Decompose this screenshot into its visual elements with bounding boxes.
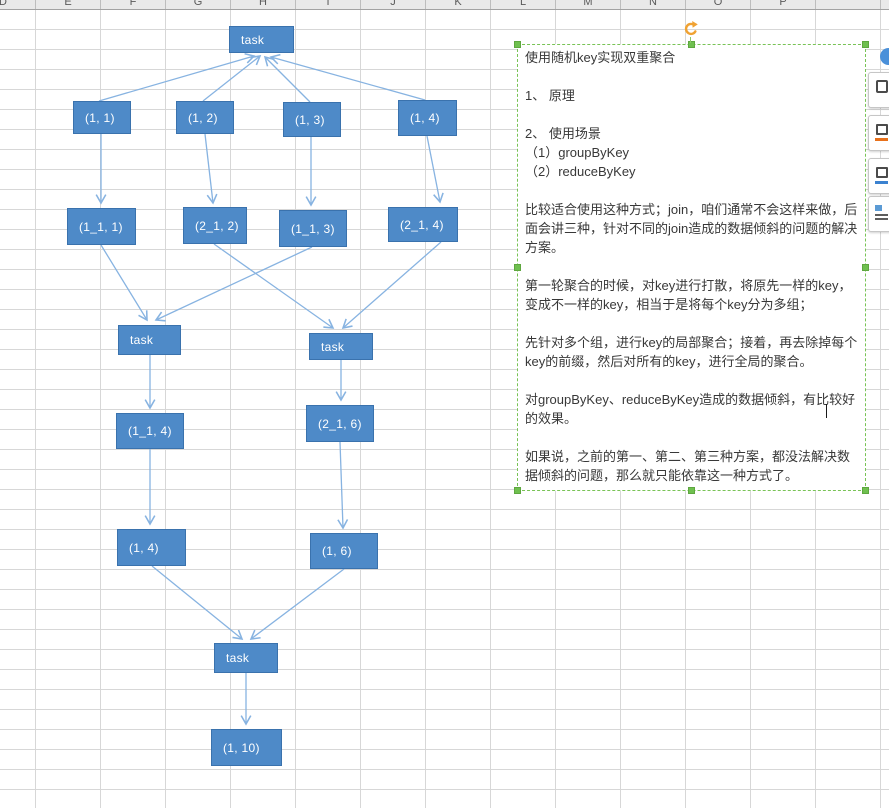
text-line — [525, 181, 861, 200]
resize-handle-top-right[interactable] — [862, 41, 869, 48]
column-header-J[interactable]: J — [390, 0, 396, 8]
border-color-icon — [876, 124, 888, 135]
node-2_1-4[interactable]: (2_1, 4) — [388, 207, 458, 242]
connector-arrow[interactable] — [249, 568, 345, 640]
connector-arrow[interactable] — [426, 135, 444, 204]
resize-handle-top-left[interactable] — [514, 41, 521, 48]
node-1-4[interactable]: (1, 4) — [398, 100, 457, 136]
column-header-G[interactable]: G — [193, 0, 203, 8]
connector-arrow[interactable] — [98, 52, 256, 102]
paste-options-button[interactable] — [868, 72, 889, 108]
column-header-H[interactable]: H — [259, 0, 267, 8]
column-headers: D E F G H I J K L M N O P — [0, 0, 889, 10]
connector-arrow[interactable] — [263, 55, 311, 103]
notes-text: 使用随机key实现双重聚合 1、 原理 2、 使用场景 （1）groupByKe… — [525, 48, 861, 485]
text-line — [525, 428, 861, 447]
fill-color-icon — [876, 167, 888, 178]
connector-arrow[interactable] — [154, 246, 313, 322]
node-2_1-2[interactable]: (2_1, 2) — [183, 207, 247, 244]
orange-color-bar — [875, 138, 888, 141]
connector-arrow[interactable] — [151, 565, 244, 640]
text-line: 1、 原理 — [525, 88, 575, 103]
text-line: 使用随机key实现双重聚合 — [525, 50, 676, 65]
text-wrap-button[interactable] — [868, 196, 889, 232]
wrap-line — [875, 214, 888, 216]
rotate-handle[interactable] — [682, 20, 700, 38]
column-header-F[interactable]: F — [129, 0, 137, 8]
border-color-button[interactable] — [868, 115, 889, 151]
text-line: 先针对多个组，进行key的局部聚合；接着，再去除掉每个key的前缀，然后对所有的… — [525, 335, 858, 369]
column-header-D[interactable]: D — [0, 0, 15, 8]
column-header-I[interactable]: I — [326, 0, 330, 8]
column-header-M[interactable]: M — [583, 0, 593, 8]
text-line — [525, 257, 861, 276]
text-line — [525, 105, 861, 124]
wrap-line — [875, 218, 888, 220]
column-header-O[interactable]: O — [713, 0, 723, 8]
node-1_1-1[interactable]: (1_1, 1) — [67, 208, 136, 245]
resize-handle-top-middle[interactable] — [688, 41, 695, 48]
text-line — [525, 314, 861, 333]
text-line — [525, 371, 861, 390]
resize-handle-middle-right[interactable] — [862, 264, 869, 271]
text-cursor — [826, 404, 827, 418]
node-1-2[interactable]: (1, 2) — [176, 101, 234, 134]
text-line: 如果说，之前的第一、第二、第三种方案，都没法解决数据倾斜的问题，那么就只能依靠这… — [525, 449, 851, 483]
connector-arrow[interactable] — [213, 243, 335, 329]
paste-icon — [876, 80, 888, 93]
node-1-6[interactable]: (1, 6) — [310, 533, 378, 569]
resize-handle-middle-left[interactable] — [514, 264, 521, 271]
blue-badge[interactable] — [880, 48, 889, 65]
node-2_1-6[interactable]: (2_1, 6) — [306, 405, 374, 442]
node-1-3[interactable]: (1, 3) — [283, 102, 341, 137]
node-1-4-merged[interactable]: (1, 4) — [117, 529, 186, 566]
node-1-1[interactable]: (1, 1) — [73, 101, 131, 134]
notes-textbox[interactable]: 使用随机key实现双重聚合 1、 原理 2、 使用场景 （1）groupByKe… — [517, 44, 866, 491]
node-1_1-4[interactable]: (1_1, 4) — [116, 413, 184, 449]
text-line: 对groupByKey、reduceByKey造成的数据倾斜，有比较好的效果。 — [525, 392, 856, 426]
node-task-left[interactable]: task — [118, 325, 181, 355]
text-line: （2）reduceByKey — [525, 164, 636, 179]
connector-arrow[interactable] — [337, 441, 349, 530]
column-header-N[interactable]: N — [649, 0, 657, 8]
text-line: （1）groupByKey — [525, 145, 630, 160]
column-header-K[interactable]: K — [454, 0, 462, 8]
text-line: 比较适合使用这种方式；join，咱们通常不会这样来做，后面会讲三种，针对不同的j… — [525, 202, 858, 255]
connector-arrow[interactable] — [341, 241, 442, 330]
rotate-handle-stem — [690, 37, 691, 43]
text-line — [525, 67, 861, 86]
text-line: 2、 使用场景 — [525, 126, 601, 141]
column-header-E[interactable]: E — [64, 0, 72, 8]
node-task-bottom[interactable]: task — [214, 643, 278, 673]
column-header-L[interactable]: L — [519, 0, 527, 8]
node-1_1-3[interactable]: (1_1, 3) — [279, 210, 347, 247]
connector-arrow[interactable] — [269, 53, 426, 101]
connector-arrow[interactable] — [204, 133, 218, 205]
node-task-top[interactable]: task — [229, 26, 294, 53]
resize-handle-bottom-left[interactable] — [514, 487, 521, 494]
node-1-10[interactable]: (1, 10) — [211, 729, 282, 766]
column-header-P[interactable]: P — [779, 0, 787, 8]
resize-handle-bottom-middle[interactable] — [688, 487, 695, 494]
text-line: 第一轮聚合的时候，对key进行打散，将原先一样的key，变成不一样的key，相当… — [525, 278, 852, 312]
resize-handle-bottom-right[interactable] — [862, 487, 869, 494]
rotate-icon — [684, 21, 698, 36]
node-task-right[interactable]: task — [309, 333, 373, 360]
text-wrap-icon — [875, 205, 882, 211]
fill-color-button[interactable] — [868, 158, 889, 194]
connector-arrow[interactable] — [100, 244, 148, 322]
blue-color-bar — [875, 181, 888, 184]
connector-arrow[interactable] — [202, 55, 262, 102]
